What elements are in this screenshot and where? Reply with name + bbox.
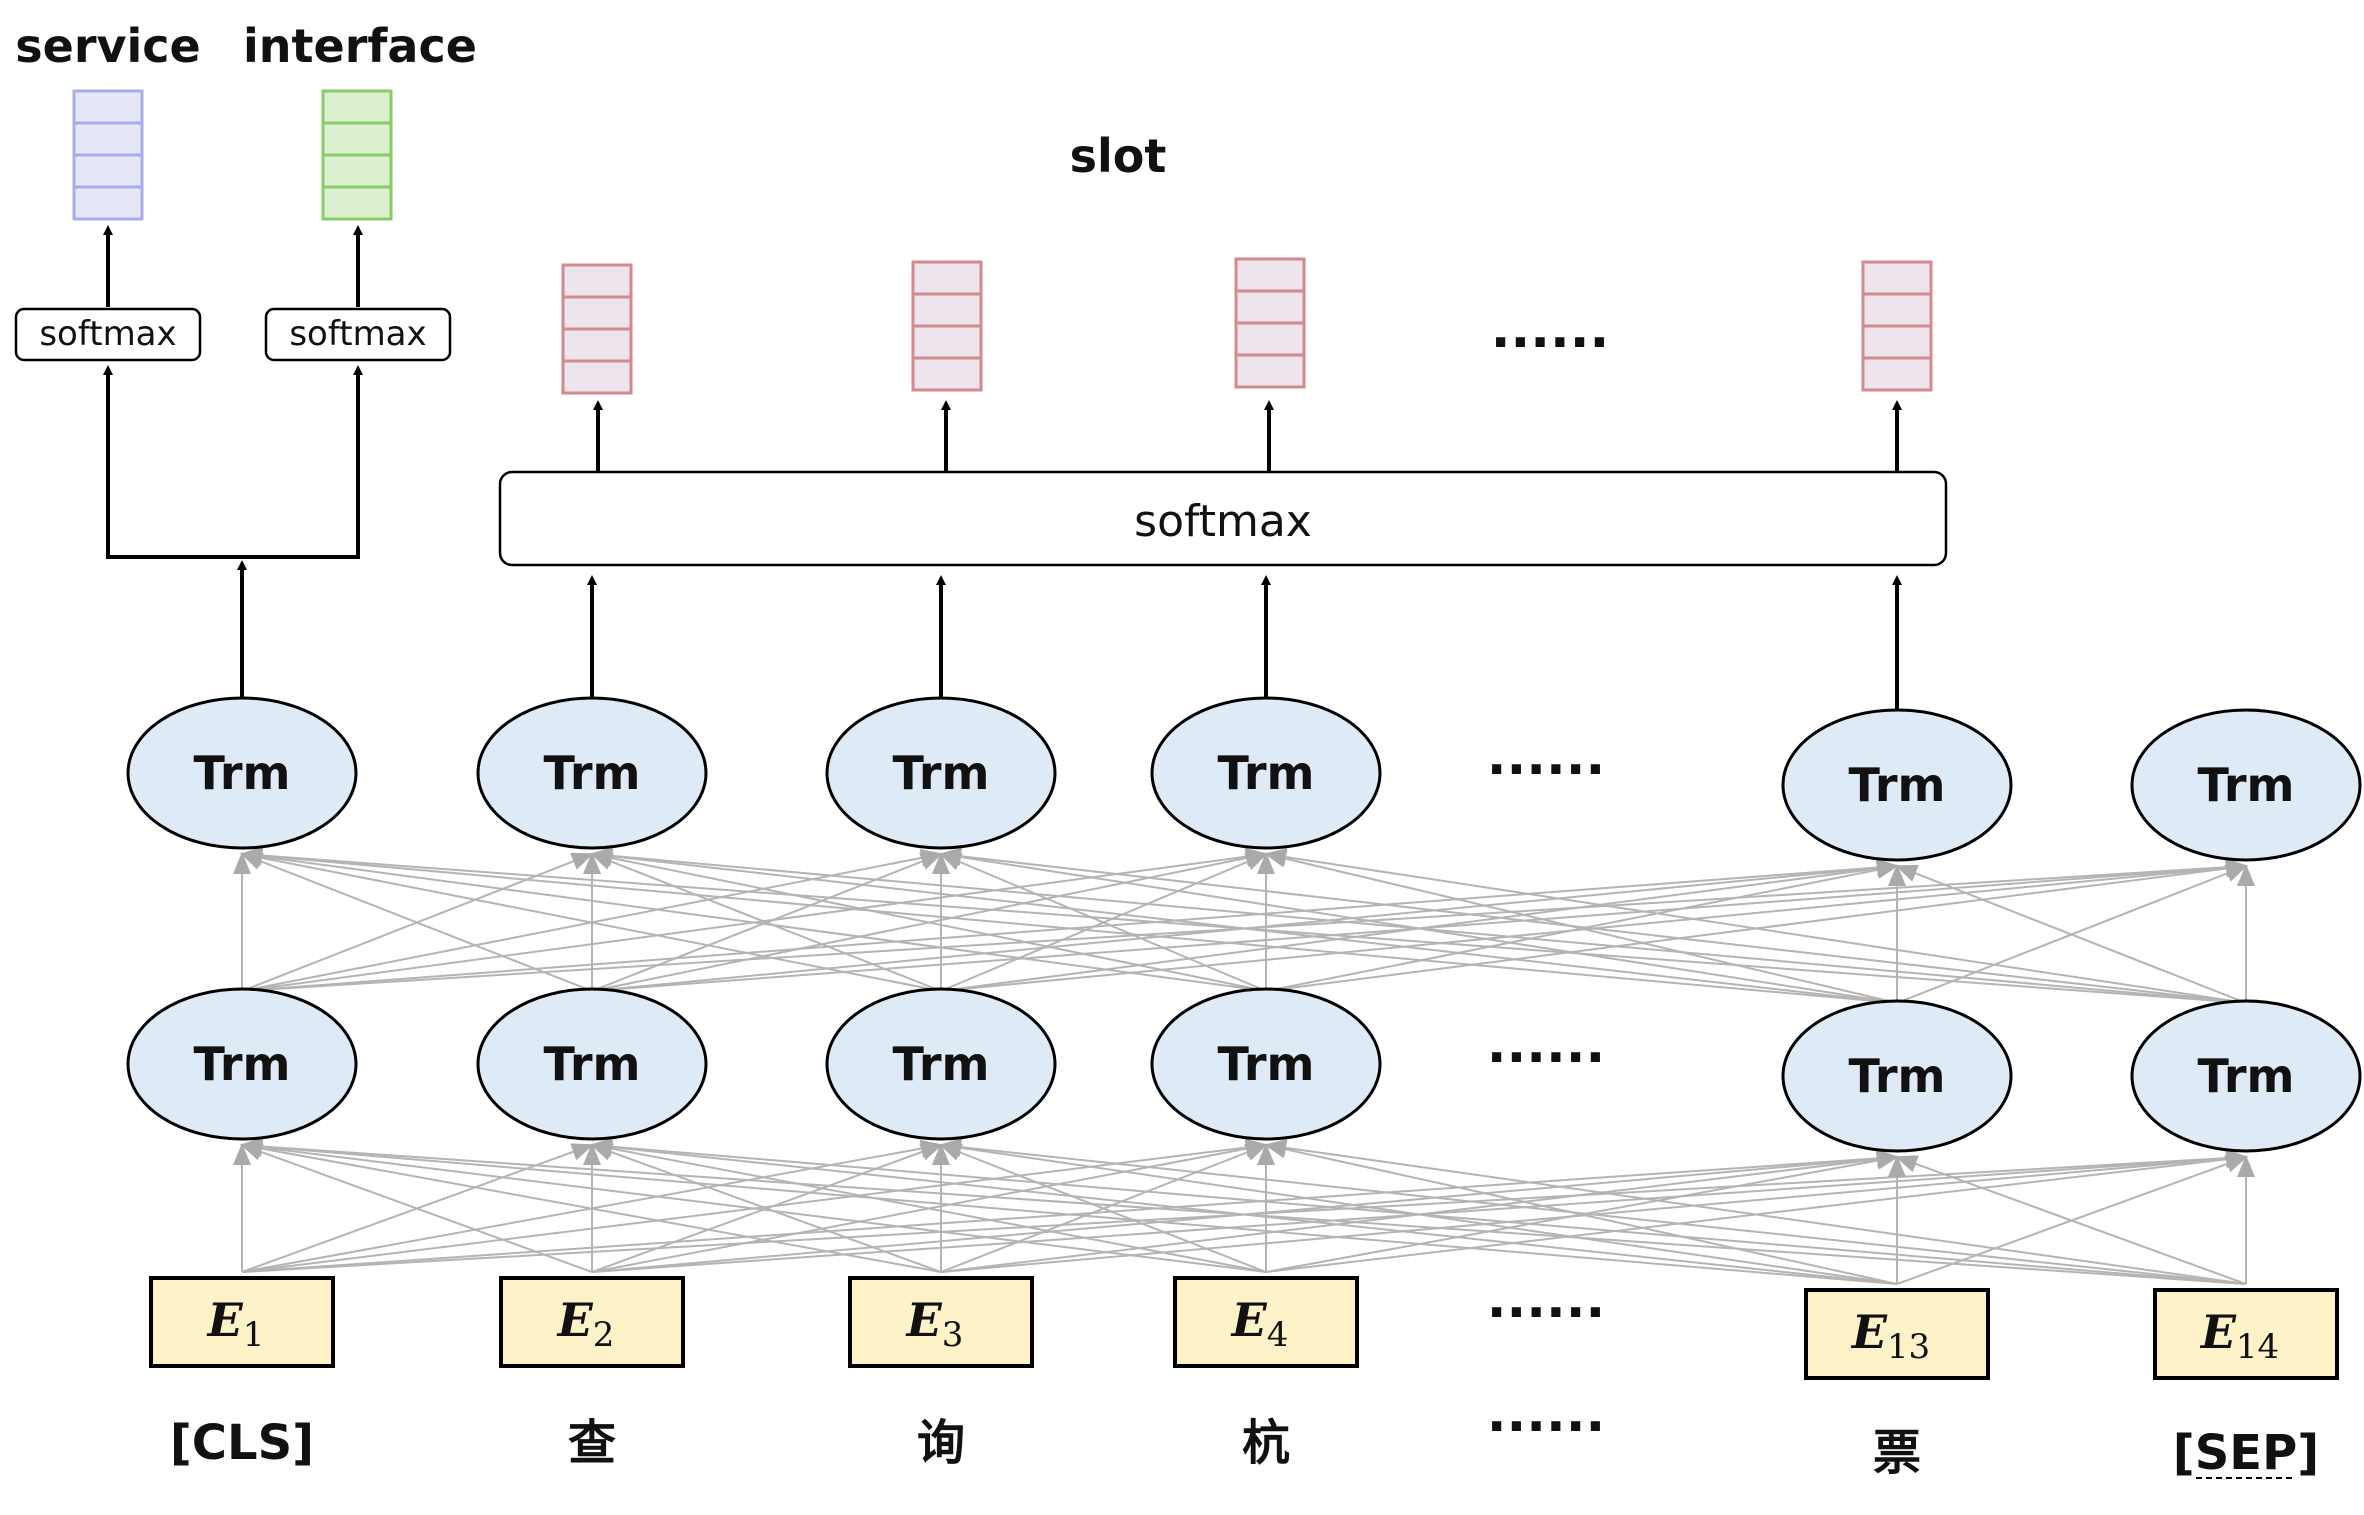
trm-layer1-node: Trm bbox=[1781, 999, 2013, 1153]
ellipsis: ······ bbox=[1491, 313, 1610, 373]
interface-vector bbox=[321, 89, 393, 221]
trm1-to-trm2-edge bbox=[939, 853, 1267, 992]
trm1-to-trm2-edge bbox=[1264, 849, 1898, 1004]
input-token: 杭 bbox=[1242, 1415, 1290, 1471]
trm-label: Trm bbox=[544, 1037, 641, 1091]
trm-label: Trm bbox=[194, 746, 291, 800]
trm-layer2-node: Trm bbox=[476, 696, 708, 850]
embedding-label: E1 bbox=[206, 1293, 265, 1355]
embed-to-trm1-edge bbox=[240, 1143, 593, 1273]
slot-vector bbox=[1234, 257, 1306, 389]
trm1-to-trm2-edge bbox=[240, 849, 942, 992]
embedding-label: E2 bbox=[556, 1293, 615, 1355]
embed-to-trm1-edge bbox=[590, 1139, 1267, 1273]
trm-layer1-node: Trm bbox=[126, 987, 358, 1141]
trm-layer1-node: Trm bbox=[1150, 987, 1382, 1141]
embed-to-trm1-edge bbox=[1264, 1138, 2247, 1285]
input-token: [CLS] bbox=[170, 1415, 314, 1471]
input-token: 票 bbox=[1873, 1425, 1921, 1481]
trm1-to-trm2-edge bbox=[590, 846, 2247, 1004]
embed-to-trm1-edge bbox=[590, 1143, 942, 1273]
embedding-box: E1 bbox=[149, 1276, 335, 1368]
trm1-to-trm2-edge bbox=[590, 852, 942, 992]
slot-vector bbox=[1861, 260, 1933, 392]
trm1-to-trm2-edge bbox=[1264, 848, 2247, 1004]
embedding-box: E14 bbox=[2153, 1288, 2339, 1380]
trm-layer2-node: Trm bbox=[126, 696, 358, 850]
output-arrows bbox=[103, 225, 1902, 710]
embed-to-trm1-edge bbox=[240, 1138, 1267, 1273]
embedding-box: E4 bbox=[1173, 1276, 1359, 1368]
interface-label: interface bbox=[243, 19, 477, 73]
ellipsis: ······ bbox=[1487, 1283, 1606, 1343]
interface-softmax-box: softmax bbox=[264, 307, 452, 362]
trm-label: Trm bbox=[1218, 746, 1315, 800]
trm-layer1-node: Trm bbox=[476, 987, 708, 1141]
trm-layer1-node: Trm bbox=[2130, 999, 2362, 1153]
trm1-to-trm2-edge bbox=[240, 846, 2247, 1004]
embed-to-trm1-edge bbox=[590, 1137, 2247, 1285]
trm1-to-trm2-edge bbox=[939, 847, 2247, 1004]
embedding-label: E4 bbox=[1230, 1293, 1289, 1355]
trm-label: Trm bbox=[893, 746, 990, 800]
embedding-label: E3 bbox=[905, 1293, 964, 1355]
trm-label: Trm bbox=[1218, 1037, 1315, 1091]
attention-connections bbox=[233, 846, 2255, 1285]
softmax-label: softmax bbox=[39, 314, 176, 354]
ellipsis: ······ bbox=[1487, 740, 1606, 800]
trm-layer2-node: Trm bbox=[1150, 696, 1382, 850]
embed-to-trm1-edge bbox=[240, 1137, 1898, 1285]
embed-to-trm1-edge bbox=[1895, 1155, 2247, 1285]
trm-layer2-node: Trm bbox=[1781, 708, 2013, 862]
trm1-to-trm2-edge bbox=[240, 846, 1898, 1004]
embedding-label: E13 bbox=[1850, 1305, 1930, 1367]
big-softmax-label: softmax bbox=[1134, 496, 1312, 547]
slot-title: slot bbox=[1070, 129, 1167, 183]
trm-layer1-node: Trm bbox=[825, 987, 1057, 1141]
ellipsis: ······ bbox=[1487, 1028, 1606, 1088]
trm-label: Trm bbox=[2198, 758, 2295, 812]
embed-to-trm1-edge bbox=[939, 1138, 2247, 1285]
slot-vector bbox=[561, 263, 633, 395]
slot-vector bbox=[911, 260, 983, 392]
embed-to-trm1-edge bbox=[1264, 1140, 1898, 1285]
trm-label: Trm bbox=[893, 1037, 990, 1091]
service-label: service bbox=[15, 19, 200, 73]
trm1-to-trm2-edge bbox=[240, 847, 1267, 992]
trm1-to-trm2-edge bbox=[240, 852, 593, 992]
embed-to-trm1-edge bbox=[240, 1137, 2247, 1285]
embedding-box: E2 bbox=[499, 1276, 685, 1368]
input-token: [SEP] bbox=[2173, 1425, 2319, 1481]
trm-label: Trm bbox=[194, 1037, 291, 1091]
trm1-to-trm2-edge bbox=[1895, 864, 2247, 1004]
embedding-box: E13 bbox=[1804, 1288, 1990, 1380]
embed-to-trm1-edge bbox=[939, 1143, 1267, 1273]
embedding-box: E3 bbox=[848, 1276, 1034, 1368]
trm-layer2-node: Trm bbox=[2130, 708, 2362, 862]
trm1-to-trm2-edge bbox=[590, 849, 1267, 992]
embed-to-trm1-edge bbox=[240, 1139, 942, 1273]
input-token: 询 bbox=[917, 1415, 965, 1471]
trm-label: Trm bbox=[2198, 1049, 2295, 1103]
big-softmax-box: softmax bbox=[498, 470, 1948, 567]
service-softmax-box: softmax bbox=[14, 307, 202, 362]
trm-label: Trm bbox=[1849, 1049, 1946, 1103]
trm-layer2-node: Trm bbox=[825, 696, 1057, 850]
ellipsis: ······ bbox=[1487, 1397, 1606, 1457]
embedding-label: E14 bbox=[2199, 1305, 2279, 1367]
softmax-label: softmax bbox=[289, 314, 426, 354]
service-vector bbox=[72, 89, 144, 221]
input-token: 查 bbox=[568, 1415, 616, 1471]
trm-label: Trm bbox=[1849, 758, 1946, 812]
trm-label: Trm bbox=[544, 746, 641, 800]
